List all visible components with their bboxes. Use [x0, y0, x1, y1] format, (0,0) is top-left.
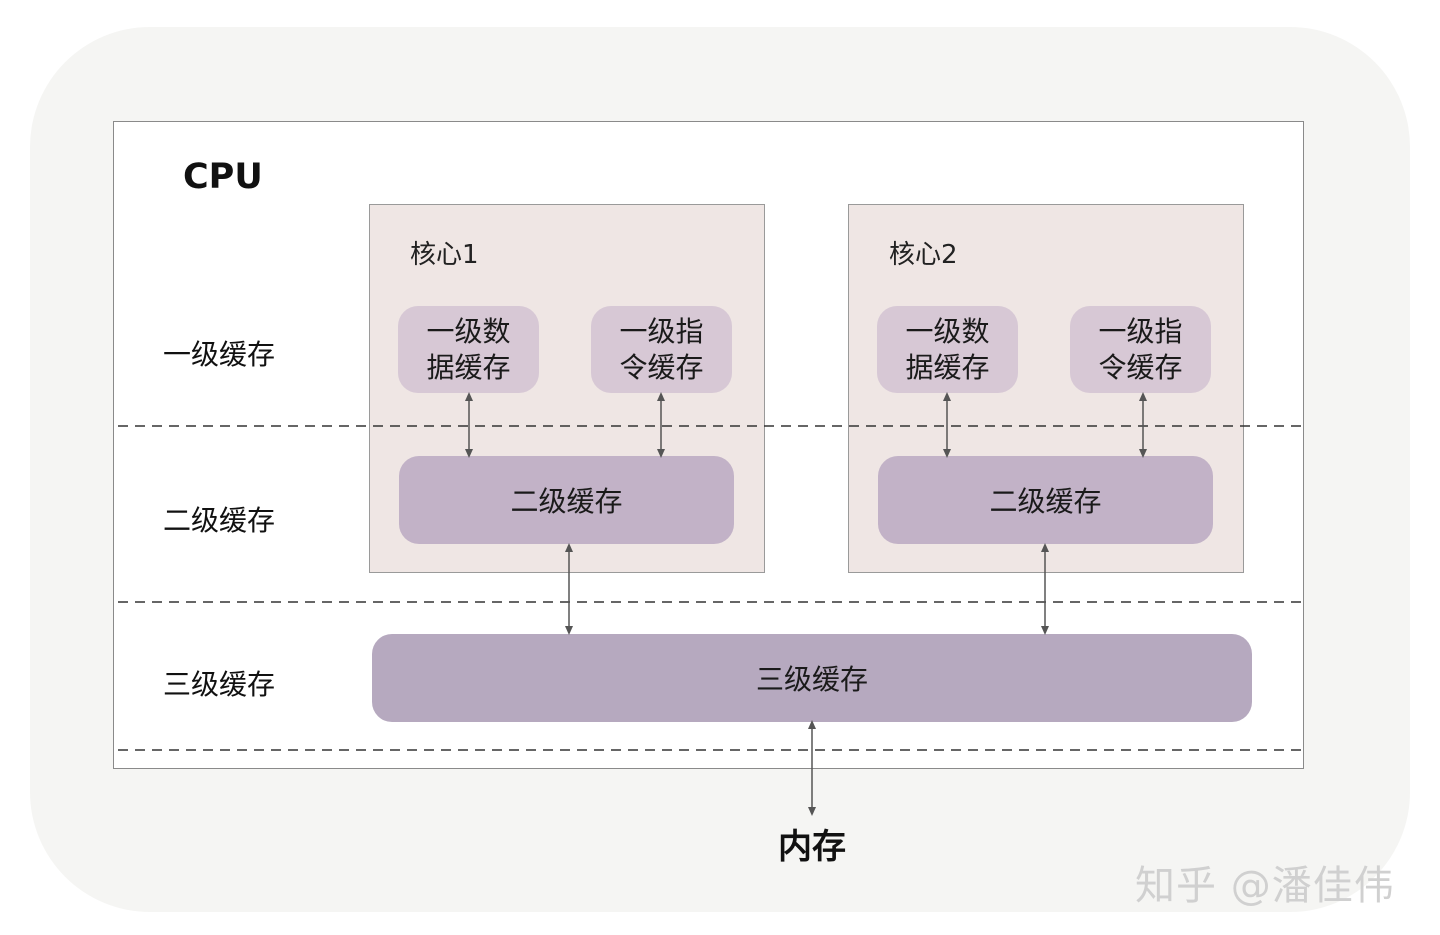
core-label-1: 核心1: [410, 240, 479, 270]
core2-l1-instruction-cache: 一级指 令缓存: [1070, 306, 1211, 393]
core2-l2-cache: 二级缓存: [878, 456, 1213, 544]
core2-l1-data-cache: 一级数 据缓存: [877, 306, 1018, 393]
core1-l2-cache: 二级缓存: [399, 456, 734, 544]
watermark-text: 知乎 @潘佳伟: [1135, 863, 1395, 909]
level-label-l3: 三级缓存: [163, 668, 276, 701]
core1-l1-data-cache: 一级数 据缓存: [398, 306, 539, 393]
core1-l1-instruction-cache: 一级指 令缓存: [591, 306, 732, 393]
core-label-2: 核心2: [889, 240, 958, 270]
cpu-title: CPU: [183, 157, 263, 197]
l3-cache: 三级缓存: [372, 634, 1252, 722]
memory-label: 内存: [778, 827, 846, 867]
level-label-l2: 二级缓存: [163, 504, 276, 537]
level-label-l1: 一级缓存: [163, 338, 276, 371]
